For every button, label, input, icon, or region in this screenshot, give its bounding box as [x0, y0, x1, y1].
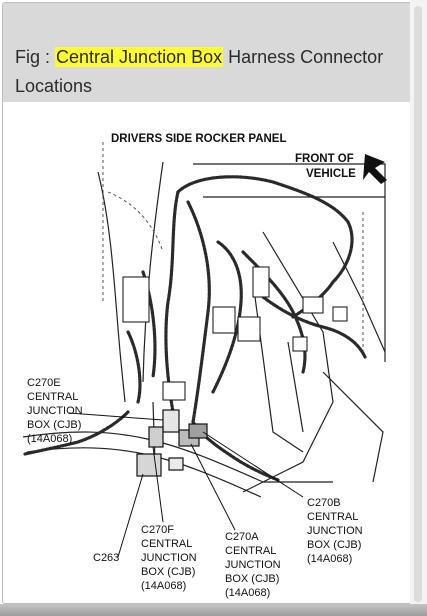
c270e-connector: [162, 409, 180, 433]
svg-text:(14A068): (14A068): [27, 433, 72, 445]
svg-text:JUNCTION: JUNCTION: [141, 552, 197, 564]
figure-card: Fig : Central Junction Box Harness Conne…: [2, 2, 412, 604]
leader-lines: [68, 412, 304, 558]
relay-module: [122, 276, 150, 323]
label-c270a: C270A CENTRAL JUNCTION BOX (CJB) (14A068…: [225, 531, 281, 599]
front-label-line2: VEHICLE: [306, 168, 356, 180]
figure-caption: Fig : Central Junction Box Harness Conne…: [3, 3, 411, 102]
svg-text:JUNCTION: JUNCTION: [27, 405, 83, 417]
connector-block: [162, 381, 186, 401]
svg-text:(14A068): (14A068): [225, 587, 270, 599]
svg-text:BOX (CJB): BOX (CJB): [307, 539, 361, 551]
label-c263: C263: [93, 552, 119, 564]
caption-text: Fig : Central Junction Box Harness Conne…: [15, 43, 405, 101]
caption-suffix: Harness Connector Locations: [15, 47, 384, 96]
connector-block: [292, 336, 308, 352]
c270b-connector: [188, 423, 208, 439]
connector-blocks: [122, 266, 348, 401]
svg-text:CENTRAL: CENTRAL: [307, 511, 358, 523]
caption-prefix: Fig :: [15, 47, 56, 67]
svg-text:C270A: C270A: [225, 531, 259, 543]
svg-text:JUNCTION: JUNCTION: [307, 525, 363, 537]
svg-text:BOX (CJB): BOX (CJB): [141, 566, 195, 578]
harness-diagram: DRIVERS SIDE ROCKER PANEL FRONT OF VEHIC…: [22, 133, 387, 599]
front-label-line1: FRONT OF: [295, 153, 354, 165]
bottom-bar: [0, 604, 427, 616]
front-arrow-icon: [363, 154, 387, 184]
connector-block: [252, 266, 270, 298]
connector-block: [237, 316, 261, 342]
cjb-connectors: [136, 409, 208, 477]
connector-block: [332, 306, 348, 322]
svg-text:C270F: C270F: [141, 524, 174, 536]
svg-text:CENTRAL: CENTRAL: [141, 538, 192, 550]
scrollbar-thumb[interactable]: [414, 6, 422, 602]
label-c270f: C270F CENTRAL JUNCTION BOX (CJB) (14A068…: [141, 524, 197, 592]
hidden-lines: [102, 142, 364, 352]
diagram-title: DRIVERS SIDE ROCKER PANEL: [111, 133, 287, 145]
svg-text:CENTRAL: CENTRAL: [225, 545, 276, 557]
c270f-connector: [148, 426, 164, 448]
label-c270e: C270E CENTRAL JUNCTION BOX (CJB) (14A068…: [27, 377, 83, 445]
svg-text:JUNCTION: JUNCTION: [225, 559, 281, 571]
svg-text:BOX (CJB): BOX (CJB): [27, 419, 81, 431]
connector-block: [302, 296, 324, 314]
svg-text:(14A068): (14A068): [141, 580, 186, 592]
svg-text:CENTRAL: CENTRAL: [27, 391, 78, 403]
svg-text:C270B: C270B: [307, 497, 341, 509]
svg-text:C270E: C270E: [27, 377, 61, 389]
svg-text:(14A068): (14A068): [307, 553, 352, 565]
c263-connector: [136, 453, 162, 477]
connector-block: [212, 306, 236, 334]
aux-connector: [168, 457, 184, 471]
caption-highlight: Central Junction Box: [55, 47, 224, 67]
svg-text:BOX (CJB): BOX (CJB): [225, 573, 279, 585]
label-c270b: C270B CENTRAL JUNCTION BOX (CJB) (14A068…: [307, 497, 363, 565]
